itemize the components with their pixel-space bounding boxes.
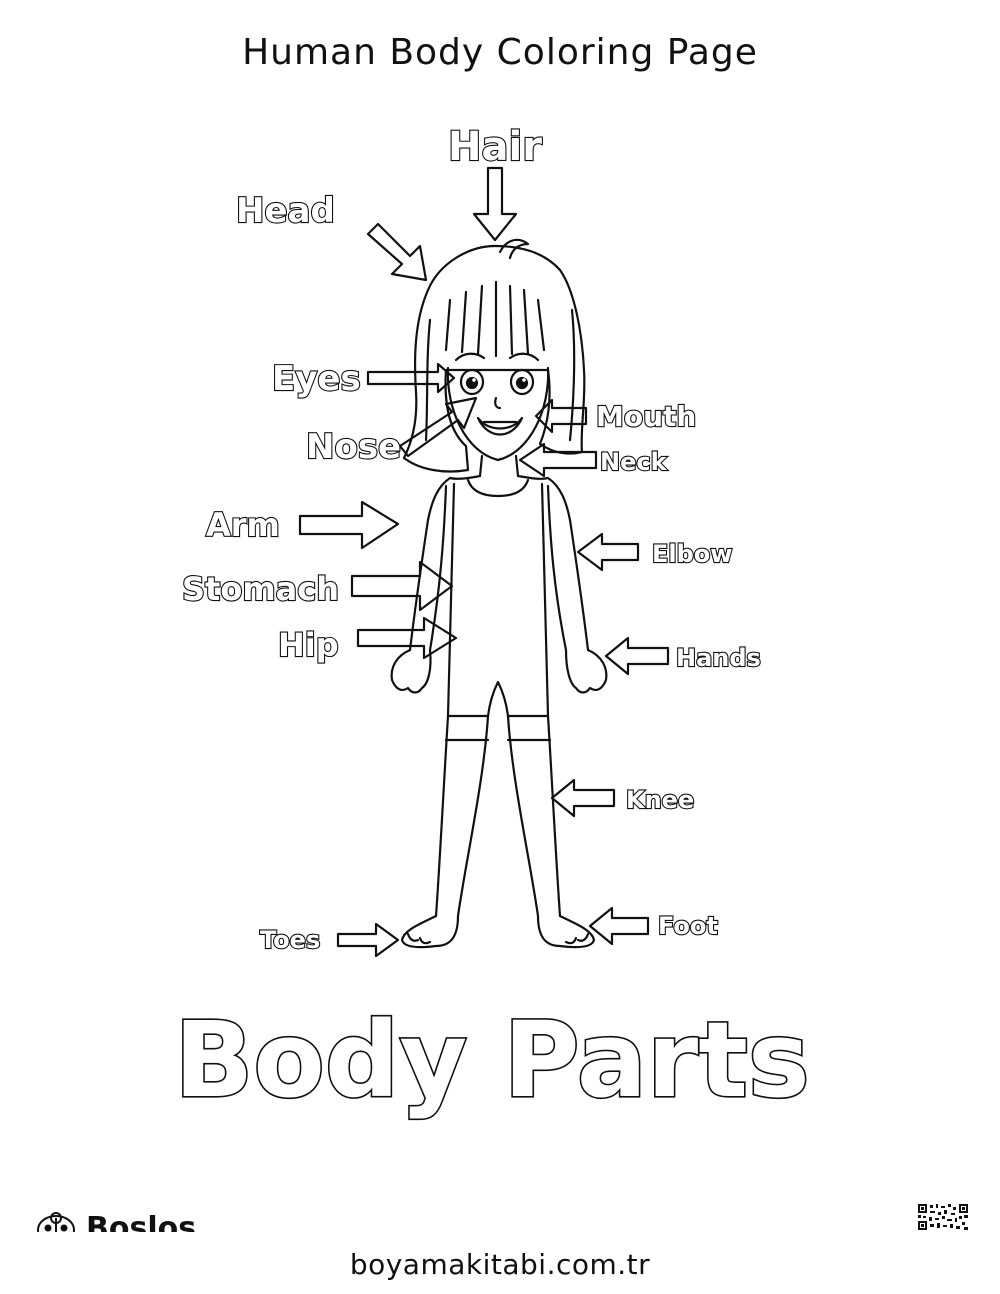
mouth bbox=[476, 416, 524, 436]
footer-brand: Boslos bbox=[34, 1210, 204, 1232]
left-hand bbox=[390, 648, 432, 694]
label-arm: Arm bbox=[206, 506, 280, 544]
label-hands: Hands bbox=[676, 644, 761, 672]
face bbox=[446, 366, 550, 462]
label-toes: Toes bbox=[260, 926, 320, 954]
elbow-arrow bbox=[576, 532, 640, 572]
mouth-arrow bbox=[534, 398, 588, 434]
label-knee: Knee bbox=[626, 786, 694, 814]
hands-arrow bbox=[604, 636, 670, 676]
right-foot bbox=[536, 914, 596, 949]
label-stomach: Stomach bbox=[182, 570, 339, 608]
label-elbow: Elbow bbox=[652, 540, 732, 568]
right-eye bbox=[509, 368, 535, 396]
brand-name: Boslos bbox=[86, 1211, 197, 1233]
footer-url[interactable]: boyamakitabi.com.tr bbox=[349, 1248, 651, 1281]
neck-arrow bbox=[518, 442, 598, 478]
head-arrow bbox=[366, 222, 428, 282]
foot-arrow bbox=[588, 906, 650, 946]
hair-tuft bbox=[498, 238, 530, 260]
nose-arrow bbox=[398, 396, 478, 458]
left-eye bbox=[459, 368, 485, 396]
label-eyes: Eyes bbox=[272, 359, 361, 399]
label-hair: Hair bbox=[448, 124, 542, 170]
toes-arrow bbox=[336, 922, 400, 958]
right-arm bbox=[546, 484, 590, 652]
nose bbox=[494, 396, 502, 410]
label-nose: Nose bbox=[306, 427, 401, 467]
label-head: Head bbox=[236, 191, 335, 231]
qr-code-icon bbox=[918, 1204, 968, 1230]
right-leg bbox=[506, 714, 562, 918]
hair-arrow bbox=[472, 166, 518, 242]
label-hip: Hip bbox=[278, 626, 339, 664]
arm-arrow bbox=[298, 500, 400, 550]
label-foot: Foot bbox=[658, 912, 718, 940]
label-mouth: Mouth bbox=[596, 400, 696, 433]
hip-arrow bbox=[356, 616, 458, 660]
knee-arrow bbox=[550, 778, 616, 818]
torso bbox=[446, 482, 550, 718]
page-title: Human Body Coloring Page bbox=[242, 32, 758, 73]
neck bbox=[478, 454, 520, 478]
left-leg bbox=[434, 714, 490, 918]
hair-shape bbox=[402, 244, 586, 473]
left-foot bbox=[400, 914, 460, 949]
left-arm bbox=[408, 484, 448, 652]
ladybug-icon bbox=[37, 1212, 75, 1232]
label-neck: Neck bbox=[600, 448, 668, 476]
eyes-arrow bbox=[366, 362, 456, 394]
right-hand bbox=[564, 648, 608, 694]
big-title: Body Parts bbox=[174, 999, 810, 1121]
